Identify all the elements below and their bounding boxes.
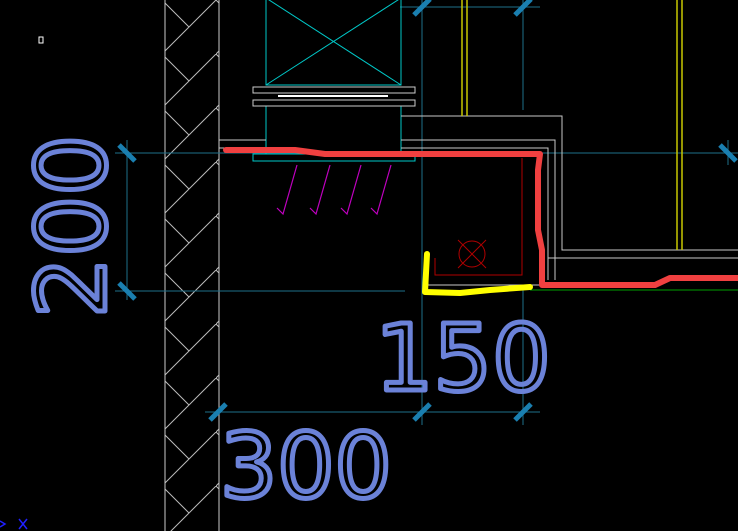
airflow-arrows — [276, 164, 392, 216]
yellow-markup-line — [422, 251, 533, 296]
diffuser-plates — [252, 86, 416, 107]
red-markup-line — [223, 147, 738, 288]
ucs-icon — [0, 518, 28, 530]
air-duct — [252, 0, 416, 162]
cursor-marker — [38, 36, 44, 44]
dimension-ticks — [117, 0, 738, 422]
annotation-150: 150 — [375, 305, 551, 412]
hatched-wall — [164, 0, 220, 531]
annotation-300: 300 — [220, 414, 392, 519]
yellow-structure-lines — [461, 0, 683, 250]
annotation-200: 200 — [16, 135, 128, 318]
ceiling-lines — [219, 115, 738, 286]
light-fixture — [434, 158, 523, 276]
